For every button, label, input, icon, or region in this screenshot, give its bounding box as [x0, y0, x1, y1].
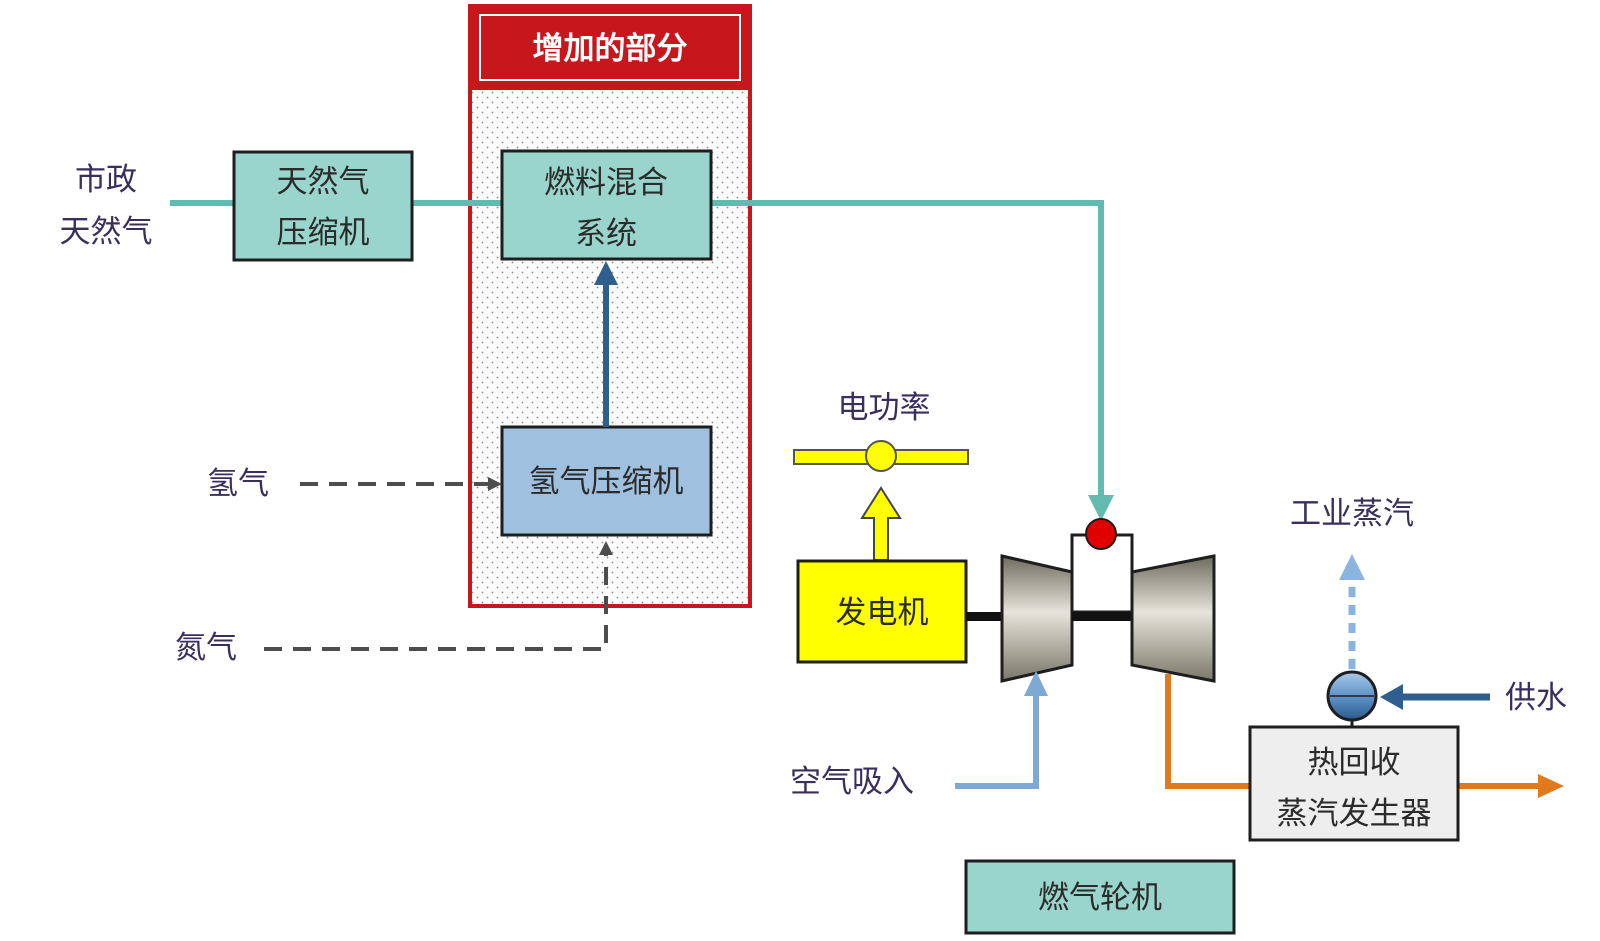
added-section-title: 增加的部分: [533, 31, 688, 67]
power-node: [865, 440, 897, 472]
h2-to-mixer-arrowhead: [594, 261, 618, 285]
hrsg-outlet-arrowhead: [1538, 774, 1564, 798]
label-municipal-gas-1: 市政: [75, 162, 137, 198]
h2-compressor-box: [500, 425, 713, 537]
turbine-shaft-mid: [1072, 612, 1132, 621]
ng-compressor-label-1: 天然气: [277, 164, 370, 200]
steam-arrowhead: [1339, 554, 1365, 580]
gas-inlet-arrowhead: [1088, 495, 1114, 521]
air-intake-line: [955, 694, 1039, 789]
ng-compressor-label-2: 压缩机: [277, 215, 370, 251]
generator-label: 发电机: [836, 595, 929, 631]
natural-gas-line: [170, 200, 1104, 503]
ng-compressor-box: [232, 150, 414, 262]
label-municipal-gas-2: 天然气: [60, 214, 153, 250]
fuel-mixing-label-1: 燃料混合: [544, 165, 668, 201]
fuel-mixing-label-2: 系统: [575, 216, 637, 252]
added-section-header-inner: [479, 14, 741, 81]
label-industrial-steam: 工业蒸汽: [1290, 496, 1414, 532]
generator-power-arrow: [860, 486, 902, 561]
label-hydrogen: 氢气: [207, 466, 269, 502]
turbine-rotor: [1130, 554, 1216, 683]
label-air-intake: 空气吸入: [790, 764, 914, 800]
nitrogen-arrowhead: [599, 541, 613, 555]
gas-turbine-box: [964, 859, 1236, 935]
water-supply-arrowhead: [1380, 684, 1403, 710]
gas-turbine-label: 燃气轮机: [1038, 880, 1162, 916]
hrsg-label-2: 蒸汽发生器: [1277, 796, 1432, 832]
hrsg-box: [1248, 725, 1460, 842]
gas-turbine-assembly: [966, 518, 1216, 683]
label-nitrogen: 氮气: [175, 630, 237, 666]
hydrogen-arrowhead: [488, 477, 502, 491]
generator-box: [796, 559, 968, 664]
combustor-valve: [1085, 518, 1117, 550]
hrsg-label-1: 热回收: [1308, 745, 1401, 781]
generator-shaft: [966, 612, 1002, 621]
compressor-rotor: [1000, 554, 1074, 683]
air-intake-arrowhead: [1024, 671, 1048, 696]
label-water-supply: 供水: [1505, 680, 1567, 716]
exhaust-line: [1165, 674, 1250, 789]
h2-compressor-label: 氢气压缩机: [529, 464, 684, 500]
fuel-mixing-box: [500, 149, 713, 261]
label-electric-power: 电功率: [838, 390, 931, 426]
